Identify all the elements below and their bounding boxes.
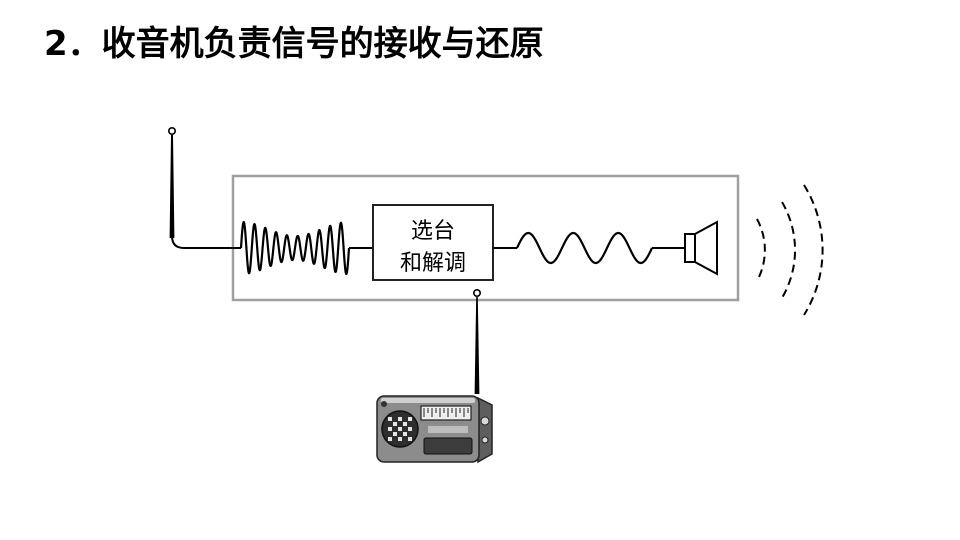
grill-cell	[408, 417, 412, 421]
speaker-cone	[694, 220, 718, 276]
sound-wave-inner	[756, 218, 766, 282]
radio-corner-knob	[381, 401, 387, 407]
sine-wave-icon	[516, 231, 653, 265]
radio-icon	[376, 395, 493, 464]
am-wave-icon	[239, 221, 351, 275]
grill-cell	[393, 432, 397, 436]
radio-grill-pattern	[388, 417, 412, 441]
radio-tuning-dial	[420, 405, 472, 421]
grill-cell	[398, 417, 402, 421]
tuner-box-border	[372, 204, 494, 281]
grill-cell	[388, 437, 392, 441]
tuner-box-label-line2: 和解调	[400, 251, 466, 276]
grill-cell	[408, 427, 412, 431]
antenna-mast	[169, 135, 175, 238]
radio-antenna-mast	[474, 297, 480, 394]
sound-waves-icon	[756, 184, 824, 316]
grill-cell	[388, 427, 392, 431]
antenna-tip	[168, 127, 177, 136]
grill-cell	[398, 427, 402, 431]
sound-wave-middle	[781, 201, 796, 299]
radio-panel-highlight	[428, 426, 468, 433]
grill-cell	[388, 417, 392, 421]
radio-lower-panel	[423, 437, 473, 455]
tuner-demodulator-box: 选台 和解调	[372, 204, 494, 281]
grill-cell	[393, 422, 397, 426]
speaker-icon	[684, 220, 718, 276]
radio-antenna-tip	[472, 288, 481, 297]
radio-antenna	[472, 288, 481, 394]
grill-cell	[403, 432, 407, 436]
radio-dial-ticks	[423, 408, 469, 417]
speaker-magnet	[684, 233, 696, 263]
tuner-box-label-line1: 选台	[411, 219, 455, 244]
grill-cell	[403, 422, 407, 426]
radio-top-highlight	[381, 398, 475, 403]
sound-wave-outer	[803, 184, 824, 316]
receiver-frame	[231, 174, 740, 302]
grill-cell	[398, 437, 402, 441]
radio-side-knob	[480, 416, 490, 426]
radio-side-knob-lower	[481, 436, 489, 444]
radio-side-face	[477, 396, 493, 464]
antenna-feed-line	[171, 235, 241, 249]
slide-title: 2．收音机负责信号的接收与还原	[44, 24, 544, 64]
grill-cell	[408, 437, 412, 441]
antenna-icon	[168, 127, 177, 238]
